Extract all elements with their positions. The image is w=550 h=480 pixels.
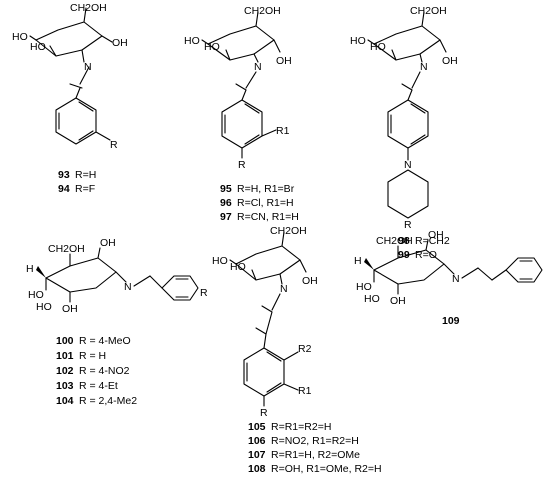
compound-substituent: R=NO2, R1=R2=H [271, 435, 359, 447]
compound-number: 99 [398, 249, 410, 261]
atom-label: CH2OH [70, 2, 107, 14]
atom-label: HO [204, 41, 220, 53]
structure-105-108: CH2OH HO HO OH N R2 R1 R 105 R=R1=R2=H 1… [212, 225, 382, 475]
compound-substituent: R=F [75, 183, 95, 195]
atom-label: OH [276, 55, 292, 67]
atom-label: N [124, 281, 132, 293]
stereo-wedge [36, 266, 46, 278]
atom-label: OH [112, 37, 128, 49]
compound-substituent: R = 4-NO2 [79, 365, 130, 377]
atom-label: R [238, 159, 246, 171]
structure-109: CH2OH OH H HO HO OH N 109 [354, 229, 543, 327]
compound-number: 109 [442, 315, 460, 327]
compound-substituent: R = 4-MeO [79, 335, 131, 347]
atom-label: R [110, 139, 118, 151]
stereo-wedge [364, 258, 374, 270]
benzene-ring [161, 275, 199, 301]
sugar-ring [45, 257, 117, 293]
atom-label: HO [356, 281, 372, 293]
atom-label: N [254, 61, 262, 73]
compound-substituent: R = 4-Et [79, 380, 118, 392]
atom-label: R [200, 287, 208, 299]
atom-label: CH2OH [48, 243, 85, 255]
piperidine-ring [387, 169, 429, 219]
atom-label: OH [390, 295, 406, 307]
atom-label: HO [30, 41, 46, 53]
compound-substituent: R=H, R1=Br [237, 183, 295, 195]
compound-substituent: R = 2,4-Me2 [79, 395, 137, 407]
compound-number: 102 [56, 365, 74, 377]
compound-number: 97 [220, 211, 232, 223]
atom-label: N [84, 61, 92, 73]
atom-label: HO [28, 289, 44, 301]
atom-label: H [26, 263, 34, 275]
atom-label: H [354, 255, 362, 267]
compound-substituent: R=O [415, 249, 437, 261]
compound-substituent: R=OH, R1=OMe, R2=H [271, 463, 382, 475]
atom-label: R2 [298, 343, 312, 355]
structure-93-94: CH2OH HO HO OH N R 93 R=H 94 R=F [12, 2, 128, 195]
compound-number: 93 [58, 169, 70, 181]
atom-label: R1 [298, 385, 312, 397]
compound-number: 98 [398, 235, 410, 247]
compound-number: 106 [248, 435, 266, 447]
compound-substituent: R = H [79, 350, 106, 362]
atom-label: HO [212, 255, 228, 267]
atom-label: HO [12, 31, 28, 43]
atom-label: OH [428, 229, 444, 241]
benzene-ring [387, 99, 429, 149]
sugar-ring [35, 21, 103, 57]
structure-100-104: CH2OH OH H HO HO OH N R 100 R = 4-MeO 10… [26, 237, 208, 407]
atom-label: R [260, 407, 268, 419]
compound-number: 107 [248, 449, 266, 461]
atom-label: OH [442, 55, 458, 67]
atom-label: HO [350, 35, 366, 47]
compound-number: 100 [56, 335, 74, 347]
atom-label: OH [62, 303, 78, 315]
atom-label: CH2OH [410, 5, 447, 17]
atom-label: CH2OH [270, 225, 307, 237]
atom-label: OH [302, 275, 318, 287]
compound-number: 104 [56, 395, 74, 407]
compound-substituent: R=H [75, 169, 96, 181]
compound-number: 105 [248, 421, 266, 433]
compound-substituent: R=CN, R1=H [237, 211, 299, 223]
atom-label: OH [100, 237, 116, 249]
compound-number: 94 [58, 183, 70, 195]
benzene-ring [55, 97, 97, 145]
atom-label: HO [36, 301, 52, 313]
atom-label: N [452, 273, 460, 285]
compound-substituent: R=Cl, R1=H [237, 197, 294, 209]
compound-substituent: R=R1=R2=H [271, 421, 331, 433]
atom-label: CH2OH [376, 235, 413, 247]
compound-number: 96 [220, 197, 232, 209]
atom-label: CH2OH [244, 5, 281, 17]
atom-label: HO [184, 35, 200, 47]
atom-label: N [404, 159, 412, 171]
compound-number: 101 [56, 350, 74, 362]
atom-label: N [280, 283, 288, 295]
benzene-ring [221, 99, 263, 149]
atom-label: R1 [276, 125, 290, 137]
compound-substituent: R=R1=H, R2=OMe [271, 449, 360, 461]
atom-label: N [420, 61, 428, 73]
benzene-ring [243, 347, 285, 397]
atom-label: HO [230, 261, 246, 273]
atom-label: HO [364, 293, 380, 305]
atom-label: R [404, 219, 412, 231]
atom-label: HO [370, 41, 386, 53]
benzene-ring [505, 257, 543, 283]
compound-number: 103 [56, 380, 74, 392]
structure-95-97: CH2OH HO HO OH N R1 R 95 R=H, R1=Br 96 R… [184, 5, 299, 223]
compound-substituent: R=CH2 [415, 235, 450, 247]
structure-98-99: CH2OH HO HO OH N N R 98 R=CH2 99 R=O [350, 5, 458, 261]
compound-number: 108 [248, 463, 266, 475]
compound-number: 95 [220, 183, 232, 195]
